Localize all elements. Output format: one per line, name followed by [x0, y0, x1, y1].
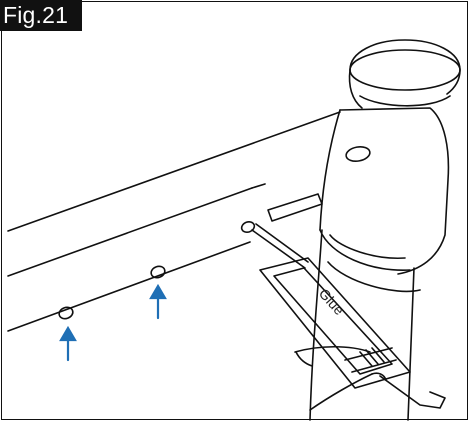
scissor-pivot [371, 372, 387, 381]
glue-packet-inner [273, 267, 393, 375]
cap-hole [345, 145, 371, 163]
up-arrow-icon [59, 325, 77, 362]
bottle-neck-curve [319, 229, 411, 271]
scissor-loop [295, 351, 313, 367]
bottle-right-lower [407, 267, 415, 421]
rail-top-edge [7, 111, 341, 232]
bottle-shoulder [339, 107, 450, 275]
up-arrow-icon [149, 283, 167, 320]
bottle-left-side [319, 109, 341, 231]
rail-lower-edge [7, 241, 251, 332]
hole-middle [150, 265, 166, 279]
glue-packet [259, 257, 411, 389]
glue-packet-stripes [359, 347, 385, 367]
scissor-arm [379, 375, 446, 409]
rail-front-face-edge [251, 183, 266, 189]
figure-label: Fig.21 [0, 0, 82, 31]
bottle-cap-top [349, 39, 461, 95]
bottle-lower-body [309, 229, 323, 421]
scissor-blade-top [294, 346, 371, 353]
hole-left [58, 306, 74, 320]
hole-nozzle [240, 221, 256, 233]
bottle-cap-ridge [359, 95, 451, 107]
scissor-blade-bottom [309, 373, 373, 411]
bottle-lip [329, 234, 406, 259]
bottle-cap-rim [349, 49, 461, 91]
rail-middle-edge [7, 187, 253, 277]
bottle-cap-side [348, 69, 363, 109]
arrows [59, 283, 167, 362]
bottle-belt [327, 261, 421, 293]
